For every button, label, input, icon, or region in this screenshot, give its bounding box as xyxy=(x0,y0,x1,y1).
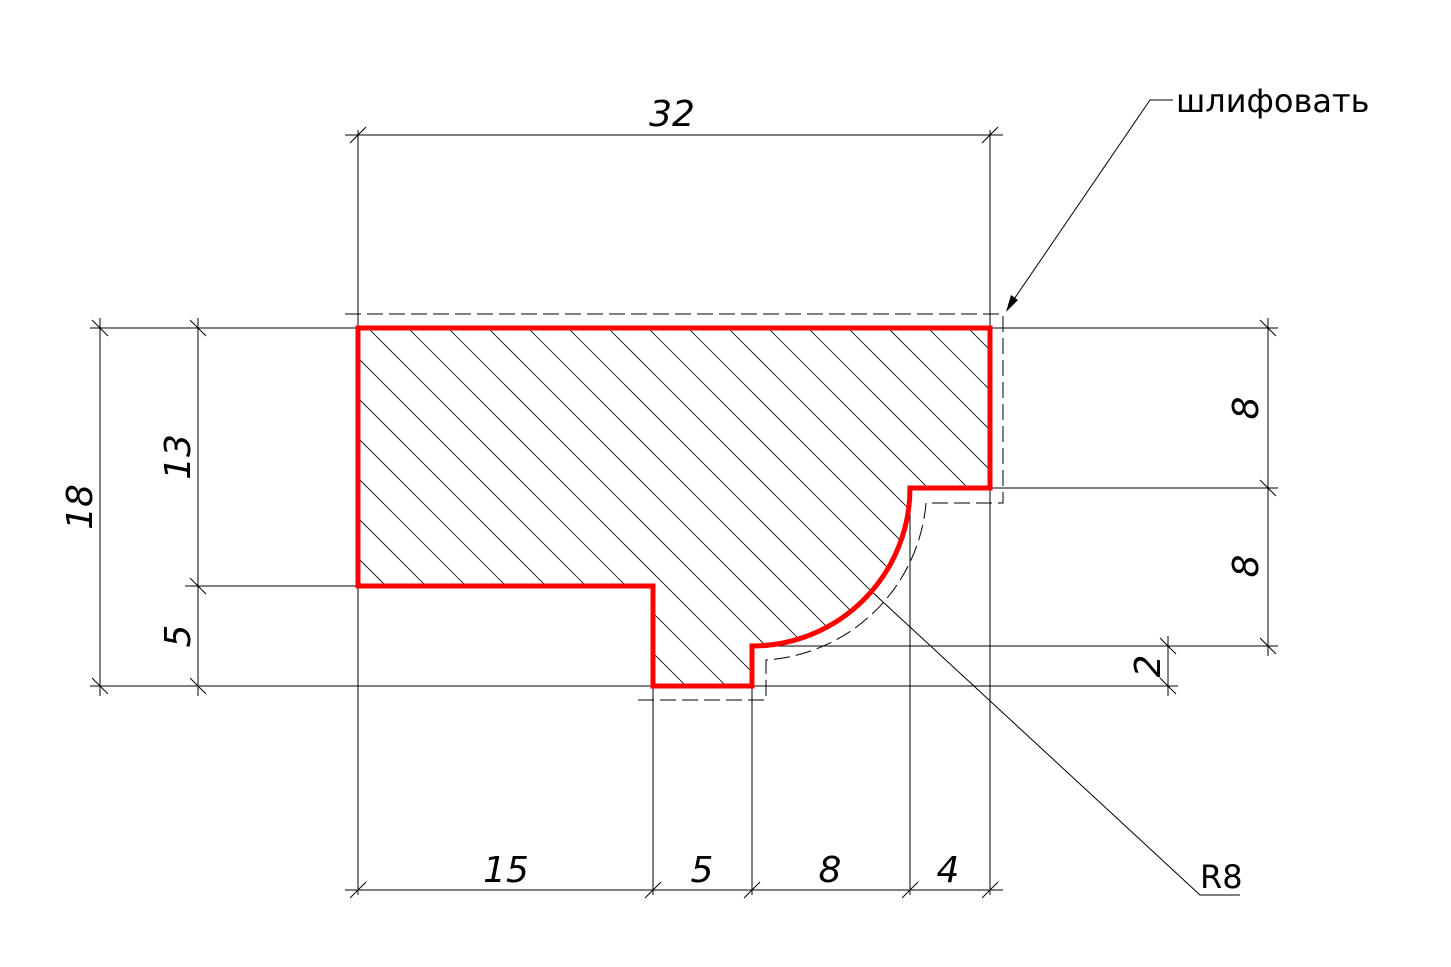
hatch-line xyxy=(358,328,481,686)
hatch-line xyxy=(979,328,990,686)
dim-radius: R8 xyxy=(1200,858,1243,896)
hatch-line xyxy=(358,328,521,686)
hatch-line xyxy=(358,328,761,686)
dim-bottom-8: 8 xyxy=(819,850,842,891)
dim-bottom-5: 5 xyxy=(691,850,714,891)
note-leader-line xyxy=(1007,99,1173,309)
hatch-line xyxy=(499,328,921,686)
hatch-line xyxy=(739,328,990,686)
dim-bottom-15: 15 xyxy=(483,850,529,891)
hatch-line xyxy=(379,328,801,686)
hatch-line xyxy=(459,328,881,686)
note-leader-arrow xyxy=(1006,295,1018,312)
hatch-line xyxy=(358,328,641,686)
hatch-line xyxy=(859,328,990,686)
hatch-line xyxy=(0,300,280,720)
hatch-line xyxy=(579,328,990,686)
dim-left-13: 13 xyxy=(158,434,199,480)
hatch-line xyxy=(0,300,320,720)
hatch-line xyxy=(1020,300,1440,720)
dim-overall-width: 32 xyxy=(649,94,695,135)
radius-leader-line xyxy=(869,589,1240,896)
dim-step-2: 2 xyxy=(1128,655,1169,678)
hatch-line xyxy=(358,328,361,686)
hatch-line xyxy=(358,328,561,686)
dimension-lines xyxy=(91,126,1277,899)
hatch-line xyxy=(419,328,841,686)
hatch-line xyxy=(659,328,990,686)
hatch-line xyxy=(1060,300,1451,720)
extension-lines xyxy=(90,130,1278,895)
profile-outline xyxy=(355,325,993,689)
note-polish: шлифовать xyxy=(1176,82,1369,120)
machining-allowance-contour xyxy=(345,313,1004,701)
dim-right-8-lower: 8 xyxy=(1226,555,1267,578)
hatch-line xyxy=(779,328,990,686)
hatch-line xyxy=(358,328,601,686)
hatch-line xyxy=(0,300,240,720)
section-hatching xyxy=(0,300,1451,720)
dim-right-8-upper: 8 xyxy=(1226,397,1267,420)
hatch-line xyxy=(358,328,681,686)
hatch-line xyxy=(358,328,721,686)
hatch-line xyxy=(619,328,990,686)
dim-bottom-4: 4 xyxy=(937,850,960,891)
hatch-line xyxy=(899,328,990,686)
dim-overall-height: 18 xyxy=(60,484,101,530)
dim-left-5: 5 xyxy=(158,625,199,648)
hatch-line xyxy=(819,328,990,686)
